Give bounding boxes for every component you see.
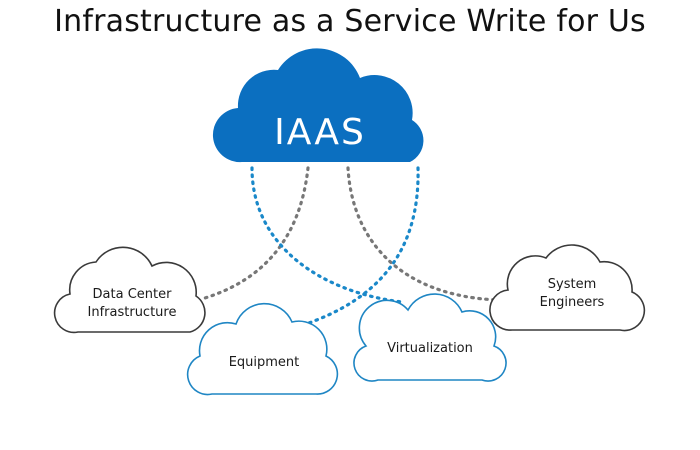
cloud-system-engineers-label-line2: Engineers <box>540 295 605 310</box>
connector-virtualization <box>250 166 404 304</box>
cloud-virtualization: Virtualization <box>353 293 507 382</box>
connector-data-center <box>203 166 310 300</box>
connector-equipment <box>298 166 420 328</box>
cloud-system-engineers-label-line1: System <box>548 277 596 292</box>
iaas-cloud: IAAS <box>212 48 424 163</box>
cloud-data-center-shape <box>53 246 206 334</box>
cloud-equipment-shape <box>186 302 339 396</box>
iaas-label: IAAS <box>274 112 366 153</box>
cloud-virtualization-label: Virtualization <box>387 341 473 356</box>
page-title: Infrastructure as a Service Write for Us <box>54 4 646 39</box>
cloud-equipment-label: Equipment <box>229 355 300 370</box>
cloud-data-center: Data Center Infrastructure <box>53 246 206 334</box>
iaas-cloud-shape <box>212 48 424 163</box>
connector-system-engineers <box>346 166 500 302</box>
cloud-virtualization-shape <box>353 293 507 382</box>
cloud-system-engineers: System Engineers <box>489 244 646 332</box>
cloud-data-center-label-line1: Data Center <box>93 287 173 302</box>
cloud-equipment: Equipment <box>186 302 339 396</box>
cloud-system-engineers-shape <box>489 244 646 332</box>
cloud-data-center-label-line2: Infrastructure <box>88 305 177 320</box>
